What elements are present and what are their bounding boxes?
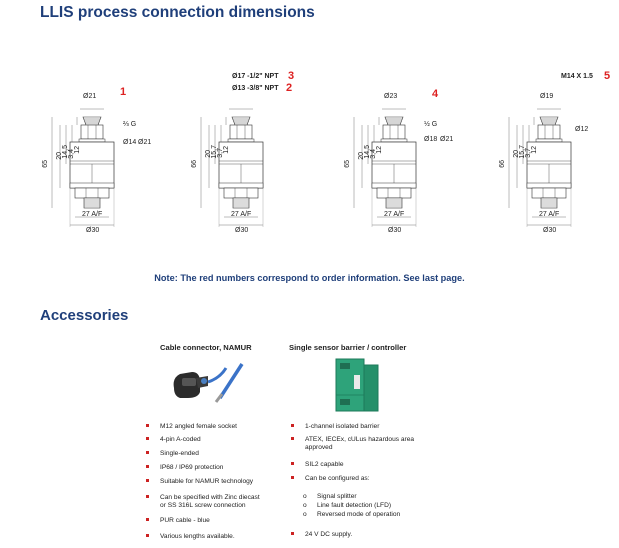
order-number-3: 3	[288, 70, 295, 82]
list-item-text: approved	[305, 444, 333, 451]
thread-label-3: ½ G	[424, 121, 438, 128]
list-item: PUR cable - blue	[146, 517, 210, 525]
thread-label-2a: Ø17 -1/2" NPT	[232, 73, 279, 80]
side-diameter-4: Ø12	[575, 126, 589, 133]
accessories-heading: Accessories	[40, 307, 129, 324]
list-item: Various lengths available.	[146, 533, 235, 541]
page-title: LLIS process connection dimensions	[40, 4, 315, 21]
thread-label-2b: Ø13 -3/8" NPT	[232, 85, 279, 92]
hex-af-2: 27 A/F	[231, 211, 252, 218]
cable-connector-title: Cable connector, NAMUR	[160, 343, 252, 352]
list-item-text: ATEX, IECEx, cULus hazardous area	[305, 436, 415, 443]
dim-d-3: 12	[376, 146, 383, 154]
list-item: Can be configured as:	[291, 475, 370, 483]
hex-af-1: 27 A/F	[82, 211, 103, 218]
list-item-text: Single-ended	[160, 450, 199, 457]
list-item: 24 V DC supply.	[291, 531, 353, 539]
list-item: IP68 / IP69 protection	[146, 464, 224, 472]
dim-height-4: 66	[499, 160, 506, 168]
list-item-text: IP68 / IP69 protection	[160, 464, 224, 471]
list-item: 4-pin A-coded	[146, 436, 201, 444]
list-item-text: M12 angled female socket	[160, 423, 237, 430]
dim-d-4: 12	[531, 146, 538, 154]
list-item-text: or SS 316L screw connection	[160, 502, 246, 509]
hex-af-3: 27 A/F	[384, 211, 405, 218]
dim-d-1: 12	[74, 146, 81, 154]
top-diameter-4: Ø19	[540, 93, 554, 100]
bottom-diameter-3: Ø30	[388, 227, 402, 234]
list-item: Single-ended	[146, 450, 199, 458]
list-item-text: SIL2 capable	[305, 461, 344, 468]
hex-af-4: 27 A/F	[539, 211, 560, 218]
thread-a-text: Ø17 -1/2" NPT	[232, 73, 279, 80]
list-item: Suitable for NAMUR technology	[146, 478, 254, 486]
thread-b-text: Ø13 -3/8" NPT	[232, 85, 279, 92]
list-item: Can be specified with Zinc diecast	[146, 494, 260, 502]
list-item-continued: approved	[305, 444, 333, 452]
dim-height-2: 66	[191, 160, 198, 168]
top-diameter-3: Ø23	[384, 93, 398, 100]
order-number-1: 1	[120, 86, 127, 98]
list-item-continued: or SS 316L screw connection	[160, 502, 246, 510]
list-item: M12 angled female socket	[146, 423, 237, 431]
list-item-text: Can be configured as:	[305, 475, 370, 482]
list-item-text: 4-pin A-coded	[160, 436, 201, 443]
order-number-2: 2	[286, 82, 293, 94]
dim-d-2: 12	[223, 146, 230, 154]
list-item: 1-channel isolated barrier	[291, 423, 380, 431]
cable-connector-image	[173, 363, 244, 403]
side-diameter-1: Ø21	[138, 139, 152, 146]
side-diameter-3: Ø21	[440, 136, 454, 143]
thread-m14-text: M14 X 1.5	[561, 73, 593, 80]
bottom-diameter-1: Ø30	[86, 227, 100, 234]
dimension-drawings	[51, 108, 572, 228]
list-item-text: 24 V DC supply.	[305, 531, 353, 538]
order-number-5: 5	[604, 70, 611, 82]
list-item-text: PUR cable - blue	[160, 517, 210, 524]
barrier-title: Single sensor barrier / controller	[289, 343, 407, 352]
hex-diameter-3: Ø18	[424, 136, 438, 143]
thread-label-4: M14 X 1.5	[561, 73, 593, 80]
list-item-text: Suitable for NAMUR technology	[160, 478, 254, 485]
order-number-4: 4	[432, 88, 439, 100]
list-item-text: Can be specified with Zinc diecast	[160, 494, 260, 501]
dim-height-3: 65	[344, 160, 351, 168]
list-item-text: 1-channel isolated barrier	[305, 423, 380, 430]
list-item: SIL2 capable	[291, 461, 344, 469]
list-item-text: Various lengths available.	[160, 533, 235, 540]
top-diameter-1: Ø21	[83, 93, 97, 100]
order-note: Note: The red numbers correspond to orde…	[154, 273, 465, 283]
barrier-image	[335, 358, 379, 412]
dim-height-1: 65	[42, 160, 49, 168]
sub-item-text: Reversed mode of operation	[317, 511, 401, 518]
sub-item-text: Signal splitter	[317, 493, 357, 500]
bottom-diameter-4: Ø30	[543, 227, 557, 234]
list-item: ATEX, IECEx, cULus hazardous area	[291, 436, 415, 444]
sub-item-text: Line fault detection (LFD)	[317, 502, 392, 509]
thread-label-1: ⅔ G	[123, 121, 137, 128]
hex-diameter-1: Ø14	[123, 139, 137, 146]
bottom-diameter-2: Ø30	[235, 227, 249, 234]
